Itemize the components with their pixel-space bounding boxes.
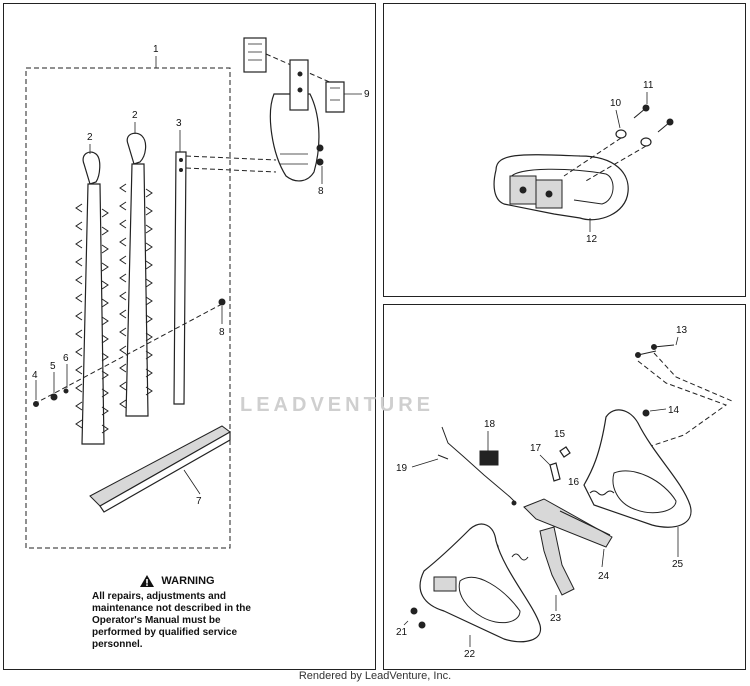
- handle-half-left: [419, 523, 542, 643]
- callout-19: 19: [396, 463, 408, 474]
- callout-5: 5: [50, 361, 56, 372]
- callout-18: 18: [484, 419, 496, 430]
- rear-handle-diagram-panel: 13 14 25 15 17 16 18 19 24 23 20: [383, 304, 746, 670]
- throttle-lever: [523, 498, 613, 548]
- throttle-cable-block: [479, 450, 499, 466]
- handle-diagram-panel: 10 11 12: [383, 3, 746, 297]
- front-handle: [493, 154, 629, 221]
- chain-bar-illustration: 1 2 2 3 4 5 6 8 7: [25, 37, 370, 549]
- chain-bar-diagram-panel: 1 2 2 3 4 5 6 8 7: [3, 3, 376, 670]
- callout-7: 7: [196, 496, 202, 507]
- callout-2a: 2: [87, 132, 93, 143]
- callout-16: 16: [568, 477, 580, 488]
- callout-15: 15: [554, 429, 566, 440]
- mounting-bracket: [325, 81, 345, 113]
- callout-24: 24: [598, 571, 610, 582]
- warning-notice: WARNING All repairs, adjustments and mai…: [92, 574, 262, 651]
- kit-dashed-box: [25, 67, 231, 549]
- throttle-trigger: [539, 526, 575, 596]
- callout-13: 13: [676, 325, 688, 336]
- footer-credit: Rendered by LeadVenture, Inc.: [298, 670, 452, 682]
- scabbard-cover: [89, 425, 231, 513]
- handle-half-right: [583, 409, 692, 528]
- callout-1: 1: [153, 44, 159, 55]
- callout-6: 6: [63, 353, 69, 364]
- callout-14: 14: [668, 405, 680, 416]
- callout-4: 4: [32, 370, 38, 381]
- callout-21: 21: [396, 627, 408, 638]
- callout-11: 11: [643, 80, 654, 91]
- saw-chain-left: [75, 151, 109, 445]
- throttle-cable: [441, 426, 515, 502]
- callout-8a: 8: [219, 327, 225, 338]
- callout-3: 3: [176, 118, 182, 129]
- callout-9: 9: [364, 89, 370, 100]
- bar-mount-housing: [243, 37, 335, 182]
- saw-chain-right: [119, 132, 153, 417]
- callout-25: 25: [672, 559, 684, 570]
- callout-10: 10: [610, 98, 622, 109]
- callout-17: 17: [530, 443, 542, 454]
- watermark: LEADVENTURE: [240, 394, 435, 416]
- rear-handle-illustration: 13 14 25 15 17 16 18 19 24 23 20: [396, 325, 733, 660]
- handle-illustration: 10 11 12: [493, 80, 674, 245]
- warning-text: All repairs, adjustments and maintenance…: [92, 591, 251, 650]
- callout-12: 12: [586, 234, 598, 245]
- callout-2b: 2: [132, 110, 138, 121]
- warning-triangle-icon: [140, 575, 155, 587]
- callout-23: 23: [550, 613, 562, 624]
- callout-8b: 8: [318, 186, 324, 197]
- warning-title: WARNING: [161, 575, 215, 587]
- callout-22: 22: [464, 649, 476, 660]
- guide-bar-strip: [173, 151, 187, 405]
